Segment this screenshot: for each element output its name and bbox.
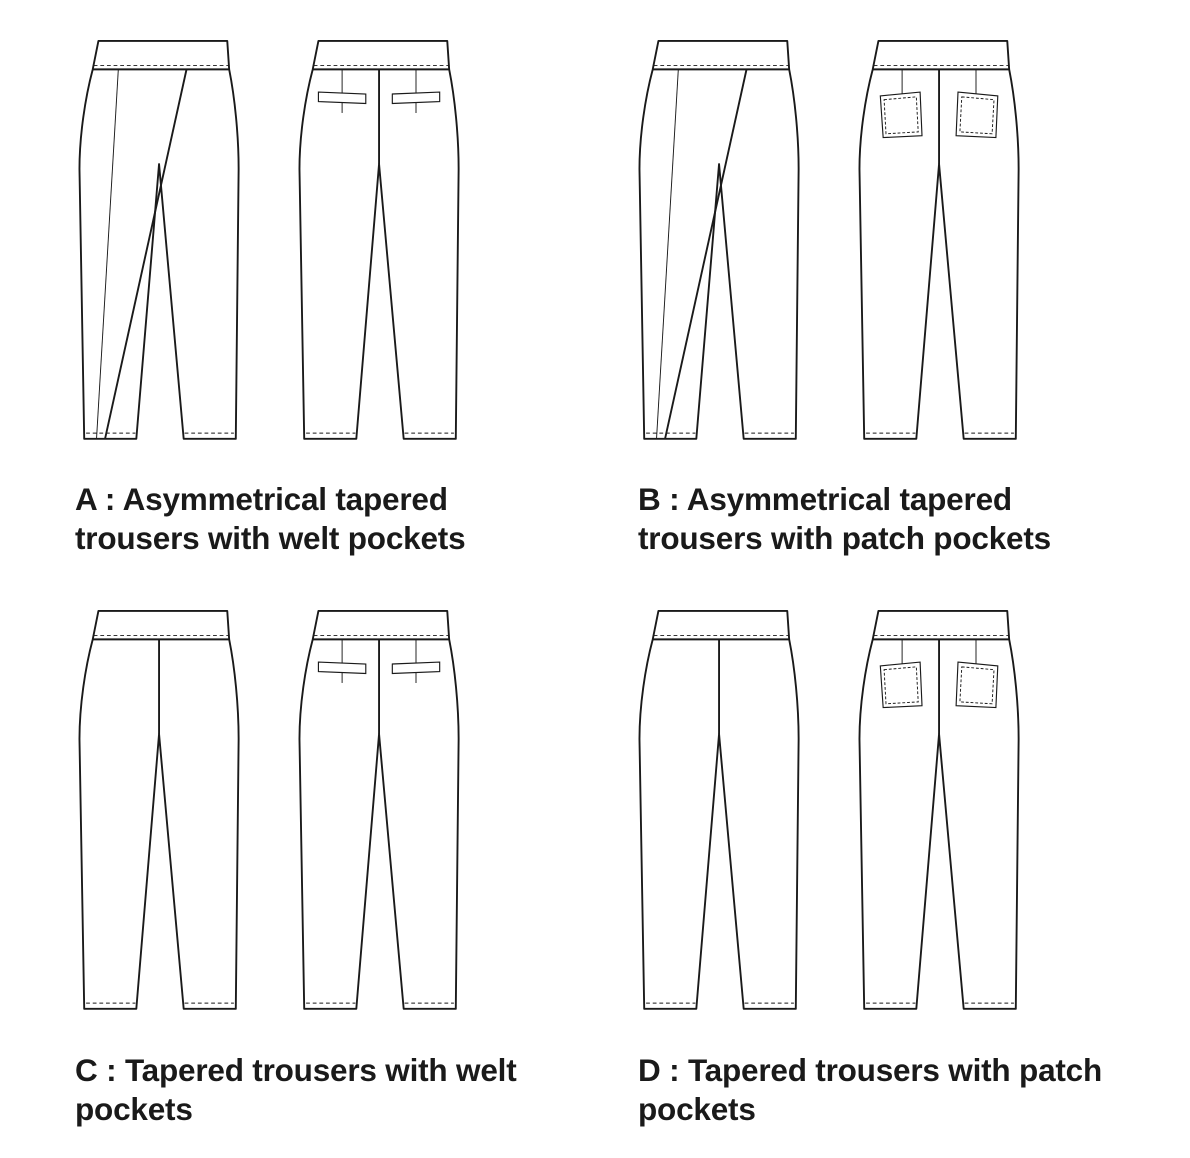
variant-d-caption: D : Tapered trousers with patch pockets [638,1051,1158,1129]
variant-c-front-drawing [78,610,240,1010]
back-d-right-patch-pocket [955,661,999,709]
variant-c-back-view [290,590,470,1026]
front-d-outline [638,610,800,1010]
variant-b-caption-line2: trousers with patch pockets [638,520,1051,556]
variant-a-front-view [70,20,250,456]
variant-b-caption: B : Asymmetrical tapered trousers with p… [638,480,1158,558]
variant-b-back-view [850,20,1030,456]
front-a-inner-fold-line [96,69,119,439]
back-d-right-patch-stitching [959,666,995,705]
variant-d-caption-line1: D : Tapered trousers with patch [638,1052,1103,1088]
front-b-inner-fold-line [656,69,679,439]
front-c-outline [78,610,240,1010]
back-a-left-welt-pocket [317,91,367,105]
back-d-left-patch-stitching [883,666,919,705]
back-b-right-patch-pocket [955,91,999,139]
variant-a-caption-line2: trousers with welt pockets [75,520,466,556]
variant-d-back-drawing [858,610,1020,1010]
back-d-outline [858,610,1020,1010]
front-b-outline [638,40,800,440]
variant-d-caption-line2: pockets [638,1091,756,1127]
back-c-outline [298,610,460,1010]
variant-d-front-drawing [638,610,800,1010]
variant-a-caption-line1: A : Asymmetrical tapered [75,481,448,517]
variant-a-caption: A : Asymmetrical tapered trousers with w… [75,480,595,558]
back-b-right-patch-stitching [959,96,995,135]
variant-a-back-view [290,20,470,456]
variant-d-back-view [850,590,1030,1026]
back-a-outline [298,40,460,440]
back-b-left-patch-pocket [879,91,923,139]
back-b-left-patch-stitching [883,96,919,135]
variant-b-front-drawing [638,40,800,440]
variant-c-front-view [70,590,250,1026]
variant-b-front-view [630,20,810,456]
back-a-right-welt-pocket [391,91,441,105]
variant-c-caption: C : Tapered trousers with welt pockets [75,1051,595,1129]
variant-c-caption-line2: pockets [75,1091,193,1127]
back-c-left-welt-pocket [317,661,367,675]
variant-c-back-drawing [298,610,460,1010]
variant-a-back-drawing [298,40,460,440]
variant-c-caption-line1: C : Tapered trousers with welt [75,1052,517,1088]
front-a-wrap-panel-edge [104,69,188,440]
front-a-outline [78,40,240,440]
back-c-right-welt-pocket [391,661,441,675]
variant-a-front-drawing [78,40,240,440]
variant-d-front-view [630,590,810,1026]
back-d-left-patch-pocket [879,661,923,709]
back-b-outline [858,40,1020,440]
variant-b-back-drawing [858,40,1020,440]
variant-b-caption-line1: B : Asymmetrical tapered [638,481,1012,517]
front-b-wrap-panel-edge [664,69,748,440]
